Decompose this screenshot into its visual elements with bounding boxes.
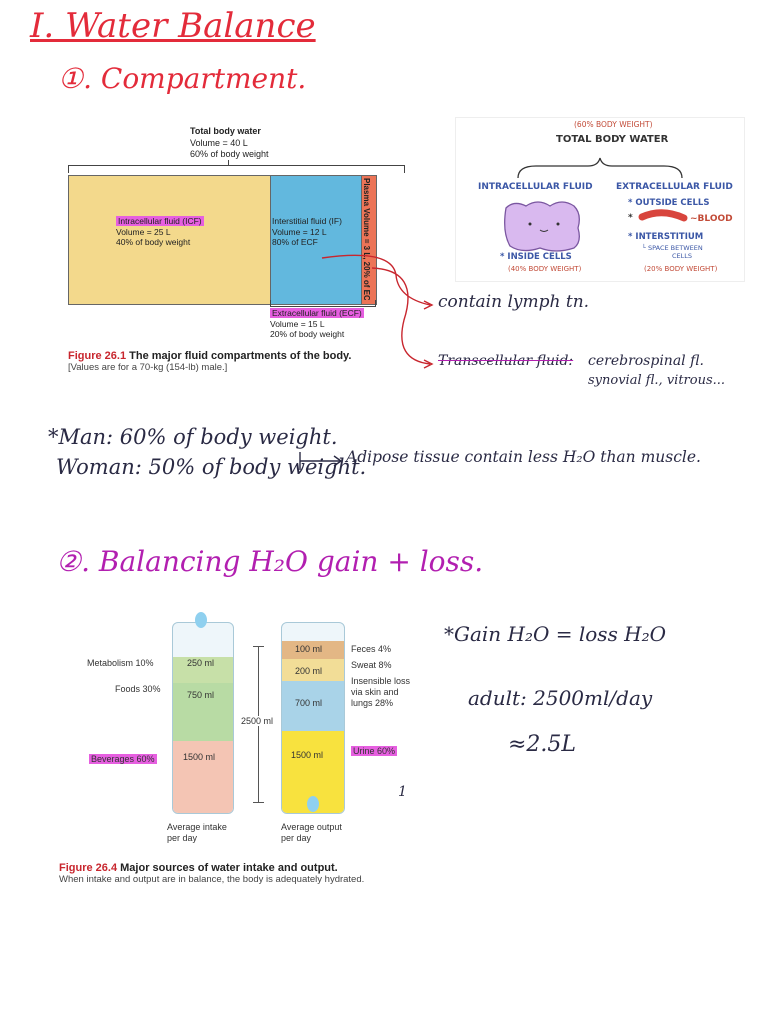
balancing-heading: ②. Balancing H₂O gain + loss. bbox=[56, 545, 484, 578]
note-woman: Woman: 50% of body weight. bbox=[56, 455, 367, 479]
output-100: 100 ml bbox=[295, 644, 323, 654]
feces-label: Feces 4% bbox=[351, 644, 392, 654]
note-csf: cerebrospinal fl. bbox=[588, 353, 704, 369]
beverages-label: Beverages 60% bbox=[89, 754, 157, 764]
sweat-label: Sweat 8% bbox=[351, 660, 392, 670]
sketch-interstitium: * INTERSTITIUM bbox=[628, 232, 704, 242]
note-man: *Man: 60% of body weight. bbox=[48, 425, 338, 449]
note-adult: adult: 2500ml/day bbox=[468, 686, 653, 710]
metabolism-label: Metabolism 10% bbox=[87, 658, 154, 668]
total-2500: 2500 ml bbox=[241, 716, 274, 726]
output-1500: 1500 ml bbox=[291, 750, 324, 760]
sketch-cells: CELLS bbox=[672, 252, 693, 260]
output-700: 700 ml bbox=[295, 698, 323, 708]
note-synovial: synovial fl., vitrous... bbox=[588, 373, 726, 388]
compartment-heading: ①. Compartment. bbox=[58, 62, 307, 95]
fig261-caption: The major fluid compartments of the body… bbox=[126, 350, 352, 362]
intake-label: Average intake per day bbox=[167, 822, 227, 843]
plasma-label: Plasma Volume = 3 L, 20% of ECF bbox=[362, 178, 371, 300]
if-box bbox=[270, 175, 363, 305]
intake-250: 250 ml bbox=[187, 658, 215, 668]
fig264-sub: When intake and output are in balance, t… bbox=[59, 874, 365, 885]
ecf-percent: 20% of body weight bbox=[270, 329, 345, 340]
sketch-outside: * OUTSIDE CELLS bbox=[628, 198, 710, 208]
icf-volume: Volume = 25 L bbox=[116, 226, 171, 237]
fig261-num: Figure 26.1 bbox=[68, 350, 127, 362]
sketch-top: (60% BODY WEIGHT) bbox=[574, 120, 653, 129]
intake-cylinder bbox=[172, 622, 234, 814]
if-volume: Volume = 12 L bbox=[272, 226, 327, 237]
sketch-blood: ~BLOOD bbox=[690, 214, 733, 224]
output-label: Average output per day bbox=[281, 822, 342, 843]
total-title: Total body water bbox=[190, 126, 261, 136]
output-200: 200 ml bbox=[295, 666, 323, 676]
total-percent: 60% of body weight bbox=[190, 149, 269, 159]
note-adipose: Adipose tissue contain less H₂O than mus… bbox=[346, 448, 701, 466]
fig261-sub: [Values are for a 70-kg (154-lb) male.] bbox=[68, 362, 228, 373]
note-transcellular: Transcellular fluid: bbox=[438, 353, 574, 369]
intake-750: 750 ml bbox=[187, 690, 215, 700]
sketch-space: └ SPACE BETWEEN bbox=[642, 244, 703, 252]
figure-26-1: Total body water Volume = 40 L 60% of bo… bbox=[58, 120, 418, 380]
if-name: Interstitial fluid (IF) bbox=[272, 216, 342, 226]
sketch-panel: (60% BODY WEIGHT) TOTAL BODY WATER INTRA… bbox=[455, 117, 745, 282]
if-percent: 80% of ECF bbox=[272, 237, 318, 248]
fig264-caption: Major sources of water intake and output… bbox=[117, 862, 338, 874]
sketch-icf: INTRACELLULAR FLUID bbox=[478, 182, 593, 192]
total-volume: Volume = 40 L bbox=[190, 138, 248, 148]
sketch-title: TOTAL BODY WATER bbox=[556, 134, 669, 145]
sketch-ecf-pct: (20% BODY WEIGHT) bbox=[644, 265, 718, 273]
sketch-inside: * INSIDE CELLS bbox=[500, 252, 572, 262]
ecf-volume: Volume = 15 L bbox=[270, 318, 325, 329]
intake-1500: 1500 ml bbox=[183, 752, 216, 762]
urine-label: Urine 60% bbox=[351, 746, 398, 756]
note-mark: 1 bbox=[398, 784, 407, 800]
sketch-ecf: EXTRACELLULAR FLUID bbox=[616, 182, 733, 192]
main-heading: I. Water Balance bbox=[30, 6, 316, 46]
note-gain-loss: *Gain H₂O = loss H₂O bbox=[444, 622, 667, 646]
foods-label: Foods 30% bbox=[115, 684, 161, 694]
insensible-label: Insensible loss via skin and lungs 28% bbox=[351, 676, 411, 708]
fig264-num: Figure 26.4 bbox=[59, 862, 118, 874]
output-cylinder bbox=[281, 622, 345, 814]
note-lymph: contain lymph tn. bbox=[438, 292, 590, 312]
sketch-icf-pct: (40% BODY WEIGHT) bbox=[508, 265, 582, 273]
plasma-box bbox=[361, 175, 377, 305]
icf-name: Intracellular fluid (ICF) bbox=[116, 216, 204, 226]
icf-percent: 40% of body weight bbox=[116, 237, 191, 248]
ecf-name: Extracellular fluid (ECF) bbox=[270, 308, 364, 318]
sketch-brace bbox=[504, 157, 688, 252]
figure-26-4: 250 ml 750 ml 1500 ml 100 ml 200 ml 700 … bbox=[55, 608, 425, 926]
icf-box bbox=[68, 175, 272, 305]
note-approx: ≈2.5L bbox=[508, 732, 577, 757]
